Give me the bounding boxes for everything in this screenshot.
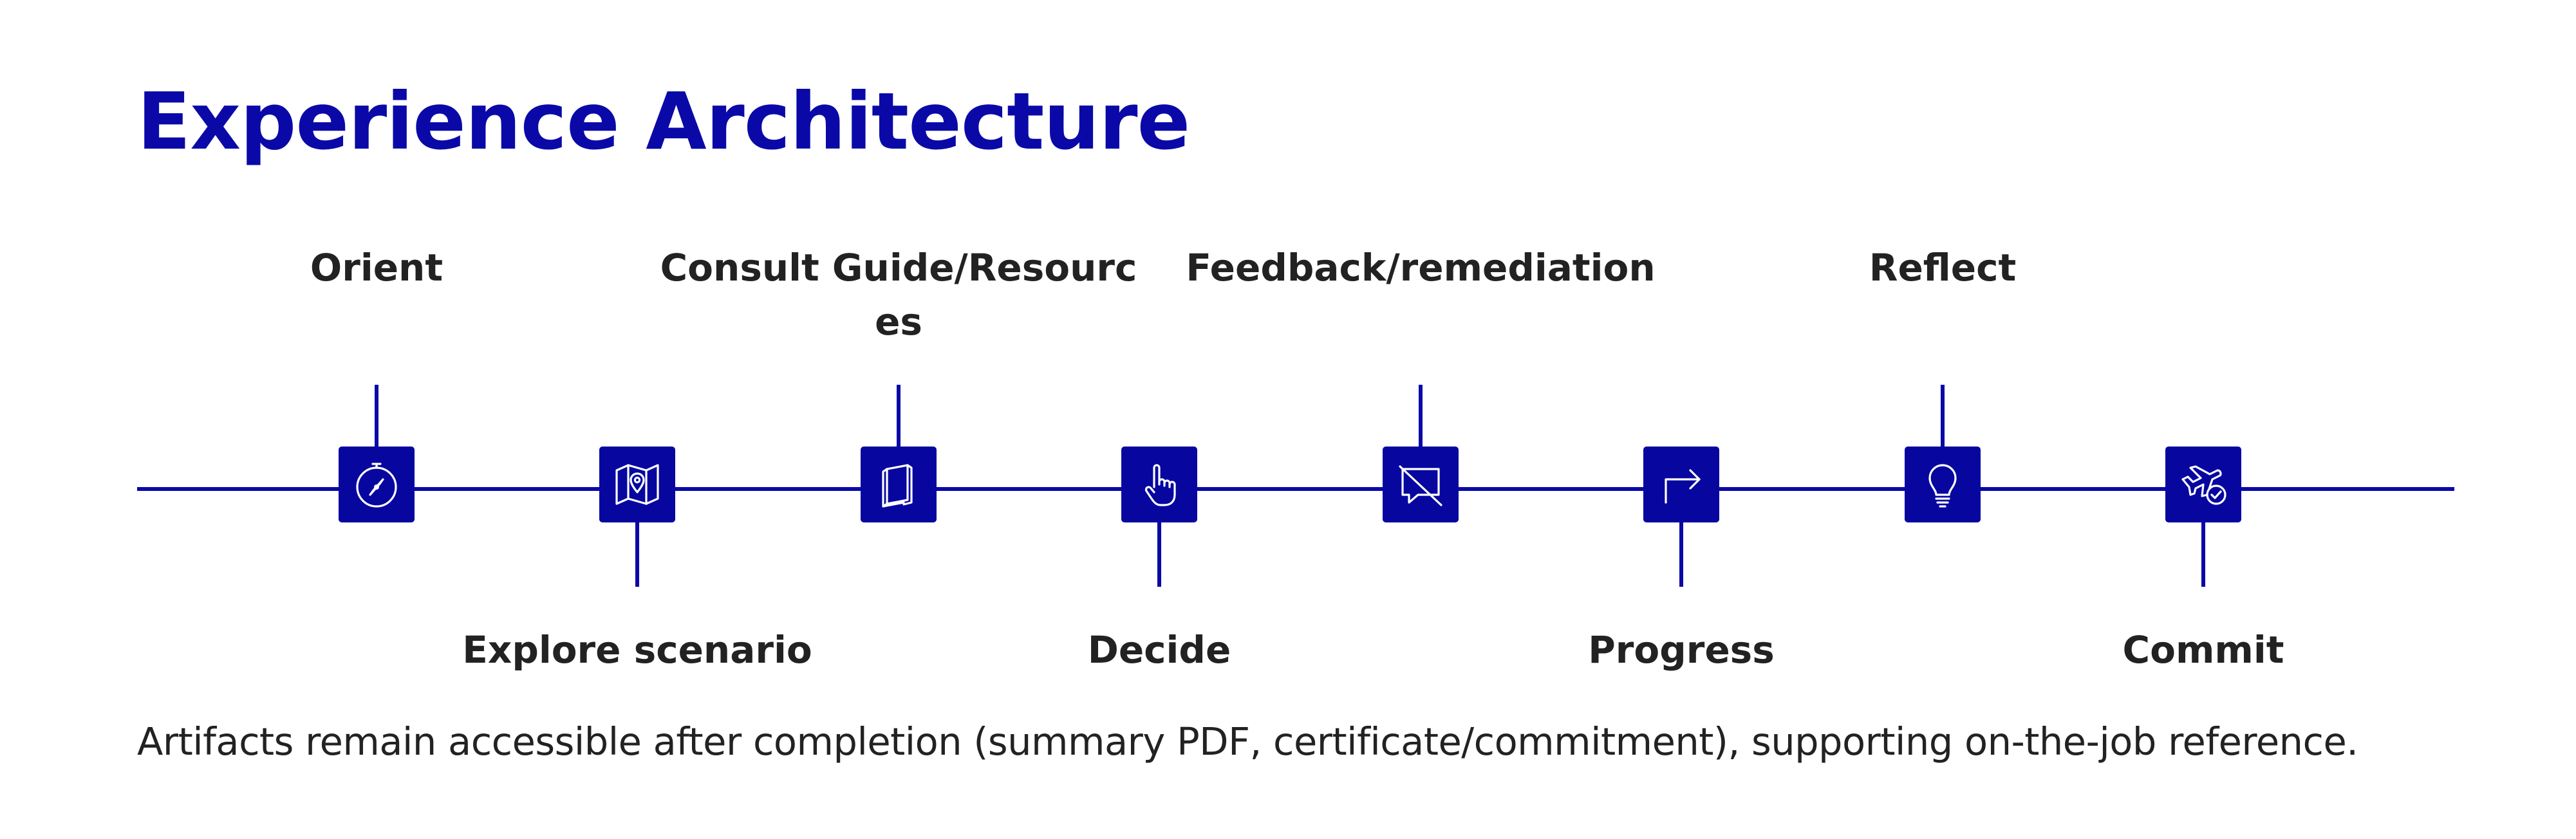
compass-icon xyxy=(356,463,397,508)
step-connector xyxy=(635,522,639,587)
step-label: Explore scenario xyxy=(462,628,812,672)
step-connector xyxy=(1157,522,1161,587)
timeline-line xyxy=(137,487,2454,491)
page-title: Experience Architecture xyxy=(137,76,1190,167)
step-connector xyxy=(1419,385,1423,449)
map-icon-box xyxy=(599,447,675,522)
step-label: Orient xyxy=(310,246,443,290)
step-connector xyxy=(1941,385,1945,449)
plane-check-icon xyxy=(2181,465,2226,505)
step-label: Feedback/remediation xyxy=(1186,246,1656,290)
book-icon-box xyxy=(861,447,937,522)
step-label: Consult Guide/Resources xyxy=(660,246,1137,344)
step-label: Decide xyxy=(1087,628,1231,672)
footnote: Artifacts remain accessible after comple… xyxy=(137,719,2358,764)
chat-off-icon xyxy=(1399,465,1442,506)
lightbulb-icon xyxy=(1928,464,1957,508)
map-pin-icon xyxy=(615,464,659,505)
arrow-turn-right-icon xyxy=(1665,469,1701,504)
step-label: Reflect xyxy=(1869,246,2017,290)
step-label: Commit xyxy=(2122,628,2284,672)
step-connector xyxy=(2201,522,2205,587)
step-connector xyxy=(1679,522,1683,587)
lightbulb-icon-box xyxy=(1905,447,1981,522)
arrow-icon-box xyxy=(1643,447,1719,522)
step-connector xyxy=(897,385,901,449)
step-connector xyxy=(375,385,378,449)
chat-icon-box xyxy=(1383,447,1459,522)
step-label: Progress xyxy=(1588,628,1775,672)
compass-icon-box xyxy=(339,447,415,522)
book-icon xyxy=(882,464,913,508)
pointer-hand-icon xyxy=(1144,464,1176,506)
plane-icon-box xyxy=(2165,447,2241,522)
hand-icon-box xyxy=(1121,447,1197,522)
